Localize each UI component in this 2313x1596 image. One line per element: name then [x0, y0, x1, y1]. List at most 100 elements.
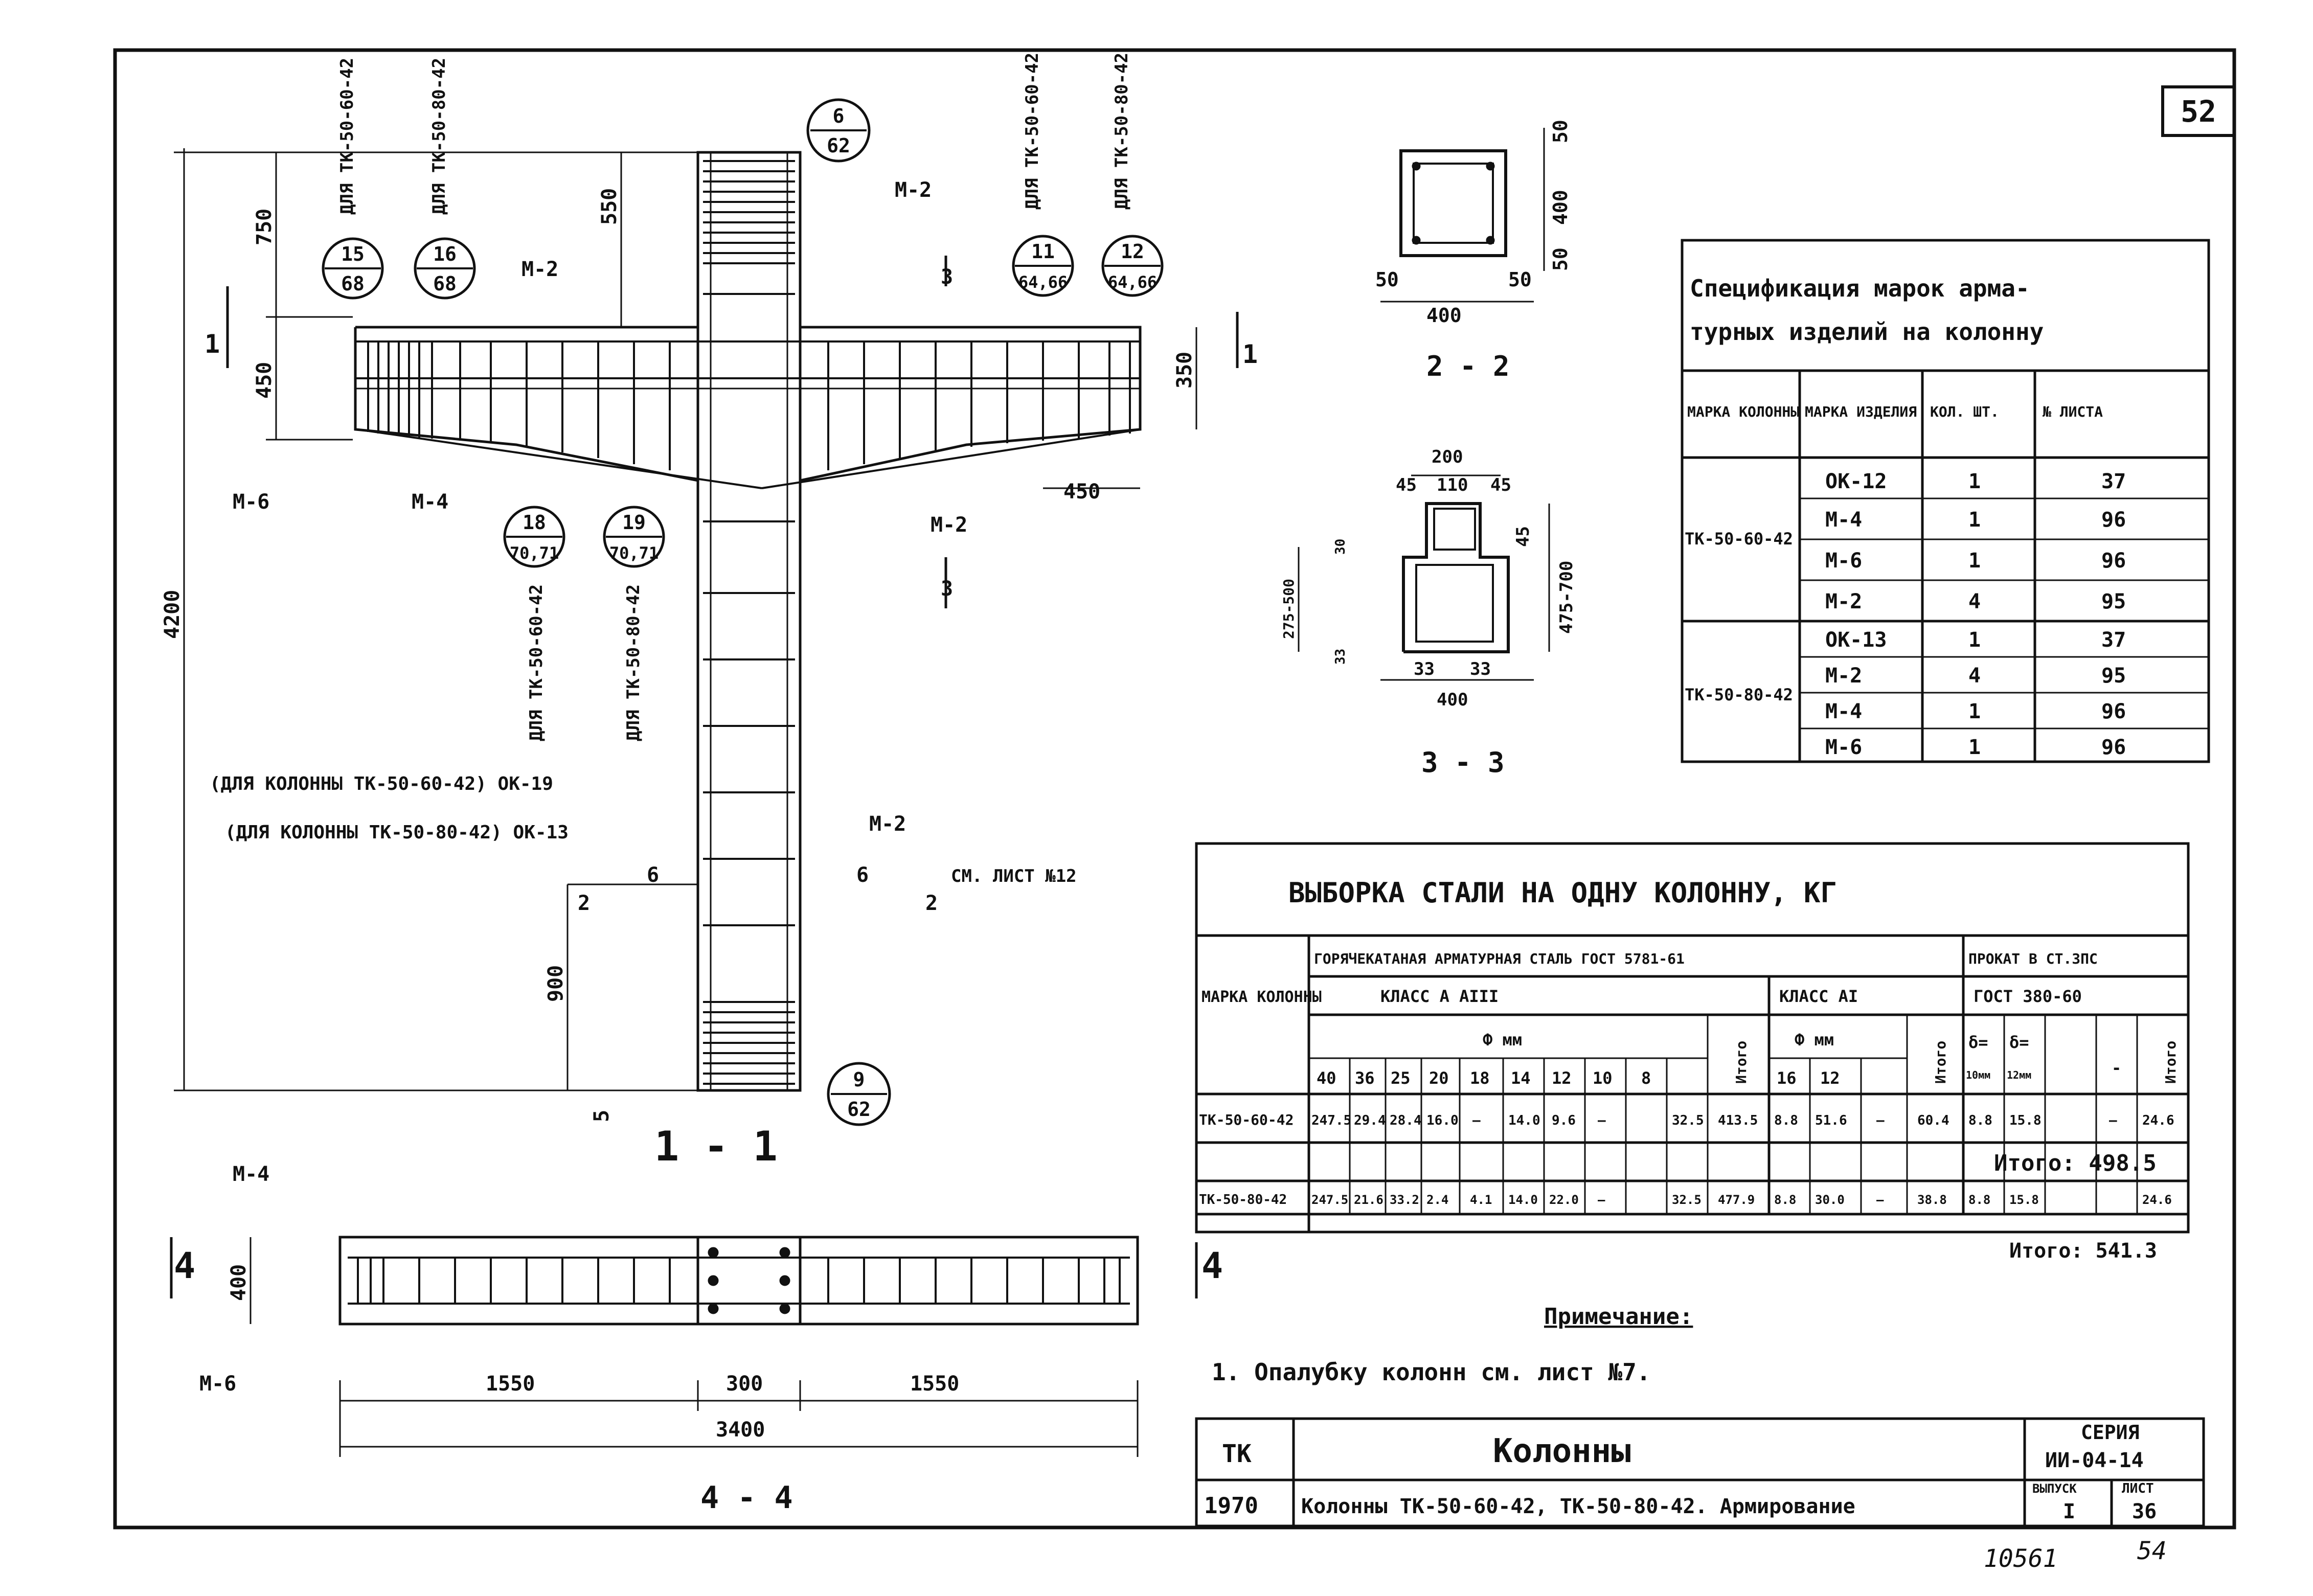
steel-h-itogo-1: Итого [1733, 1041, 1750, 1084]
callout-bottom: 70,71 [609, 543, 659, 563]
s33-dim-400: 400 [1437, 690, 1468, 710]
callout-bottom: 64,66 [1018, 272, 1068, 292]
stamp-sheet: 36 [2132, 1500, 2157, 1523]
dim-350: 350 [1173, 352, 1196, 389]
section-title-1-1: 1 - 1 [654, 1123, 778, 1170]
callout-bottom: 70,71 [510, 543, 559, 563]
steel-h-gost: ГОСТ 380-60 [1974, 987, 2082, 1006]
steel-cell: 9.6 [1552, 1113, 1576, 1128]
plan-dim-300: 300 [726, 1372, 763, 1396]
notes: Примечание: 1. Опалубку колонн см. лист … [1212, 1304, 1693, 1386]
steel-cell: — [1876, 1193, 1884, 1207]
spec-cell: 96 [2101, 700, 2126, 723]
dim-450-right: 450 [1063, 480, 1100, 504]
steel-h-s1: δ= [1968, 1033, 1988, 1052]
steel-cell: 21.6 [1354, 1193, 1384, 1207]
spec-col-1: ТК-50-60-42 [1685, 529, 1793, 549]
spec-cell: 95 [2101, 590, 2126, 613]
vnote-3: ДЛЯ ТК-50-60-42 [1022, 53, 1042, 210]
vnote-1: ДЛЯ ТК-50-60-42 [337, 58, 357, 215]
sheet-frame [113, 48, 2236, 1530]
steel-h-mark: МАРКА КОЛОННЫ [1201, 988, 1322, 1006]
see-sheet-note: СМ. ЛИСТ №12 [951, 866, 1077, 886]
plan-label-m6: М-6 [199, 1372, 236, 1396]
plan-dim-1550-left: 1550 [486, 1372, 535, 1396]
spec-cell: 1 [1968, 549, 1981, 573]
s22-dim-400-v: 400 [1549, 190, 1572, 225]
steel-title: ВЫБОРКА СТАЛИ НА ОДНУ КОЛОННУ, КГ [1288, 877, 1837, 909]
steel-cell: — [2109, 1113, 2117, 1128]
spec-texts: Спецификация марок арма- турных изделий … [1685, 275, 2126, 759]
spec-cell: 96 [2101, 736, 2126, 759]
marker-3-top: 3 [941, 265, 953, 289]
steel-cell: 14.0 [1508, 1193, 1538, 1207]
steel-h-itogo-3: Итого [2162, 1041, 2179, 1084]
spec-cell: 96 [2101, 549, 2126, 573]
steel-cell: 15.8 [2009, 1113, 2042, 1128]
footer-page: 54 [2137, 1537, 2167, 1565]
plan-dim-3400: 3400 [716, 1418, 765, 1442]
marker-2-right: 2 [925, 892, 938, 915]
stamp-subtitle: Колонны ТК-50-60-42, ТК-50-80-42. Армиро… [1301, 1495, 1855, 1518]
spec-cell: 95 [2101, 664, 2126, 688]
steel-row2-total: Итого: 541.3 [2009, 1239, 2157, 1263]
steel-cell: — [1472, 1113, 1481, 1128]
marker-2-left: 2 [578, 892, 590, 915]
spec-cell: 37 [2101, 628, 2126, 652]
sheet-number: 52 [2181, 94, 2216, 129]
vnote-2: ДЛЯ ТК-50-80-42 [429, 58, 449, 215]
steel-row1-mark: ТК-50-60-42 [1199, 1111, 1294, 1128]
s33-dim-33-b: 33 [1470, 659, 1491, 679]
stamp-year: 1970 [1204, 1493, 1258, 1519]
section-2-2 [1380, 128, 1545, 303]
spec-cell: М-2 [1825, 664, 1862, 688]
steel-cell: 8.8 [1968, 1193, 1990, 1207]
spec-cell: М-6 [1825, 736, 1862, 759]
spec-cell: М-6 [1825, 549, 1862, 573]
spec-h-item: МАРКА ИЗДЕЛИЯ [1805, 403, 1917, 420]
spec-cell: ОК-12 [1825, 470, 1887, 493]
steel-cell: 24.6 [2142, 1193, 2172, 1207]
diam: 36 [1355, 1068, 1375, 1088]
stamp-title: Колонны [1493, 1432, 1631, 1470]
dim-4200: 4200 [161, 590, 184, 639]
steel-cell: 4.1 [1470, 1193, 1492, 1207]
callout-bottom: 64,66 [1108, 272, 1157, 292]
dim-550: 550 [598, 188, 621, 225]
label-m2-left: М-2 [521, 258, 558, 281]
plan-marker-4-right: 4 [1201, 1245, 1223, 1287]
steel-cell: 8.8 [1774, 1193, 1796, 1207]
spec-cell: 4 [1968, 590, 1981, 613]
s33-dim-45-left: 45 [1396, 475, 1417, 495]
spec-table [1681, 239, 2210, 763]
spec-title-1: Спецификация марок арма- [1690, 275, 2030, 302]
s33-dim-275-500: 275-500 [1280, 579, 1297, 639]
callout-top: 9 [853, 1068, 865, 1091]
s33-dim-200: 200 [1432, 447, 1463, 467]
section-3-3-texts: 200 45 110 45 45 475-700 275-500 30 33 3… [1280, 447, 1577, 779]
label-m2-top: М-2 [895, 178, 932, 202]
bracket-ties [367, 341, 1131, 470]
steel-cell: 33.2 [1390, 1193, 1419, 1207]
sheet-number-box [2161, 85, 2236, 137]
section-2-2-texts: 50 400 50 50 400 50 2 - 2 [1375, 120, 1572, 382]
stamp-sheet-label: ЛИСТ [2122, 1481, 2154, 1496]
section-title-3-3: 3 - 3 [1421, 746, 1505, 779]
notes-title: Примечание: [1544, 1304, 1693, 1330]
marker-3-bottom: 3 [941, 577, 953, 601]
vnote-6: ДЛЯ ТК-50-80-42 [623, 584, 644, 741]
steel-cell: 29.4 [1354, 1113, 1386, 1128]
plan-label-m4: М-4 [233, 1162, 269, 1186]
s22-dim-50-top: 50 [1549, 120, 1572, 143]
callout-top: 16 [433, 243, 457, 265]
steel-h-prokat: ПРОКАТ В СТ.3ПС [1968, 950, 2098, 967]
diam: 18 [1470, 1068, 1490, 1088]
spec-cell: М-4 [1825, 508, 1862, 532]
title-stamp [1195, 1417, 2205, 1527]
diam: 20 [1429, 1068, 1449, 1088]
diam: 16 [1777, 1068, 1797, 1088]
